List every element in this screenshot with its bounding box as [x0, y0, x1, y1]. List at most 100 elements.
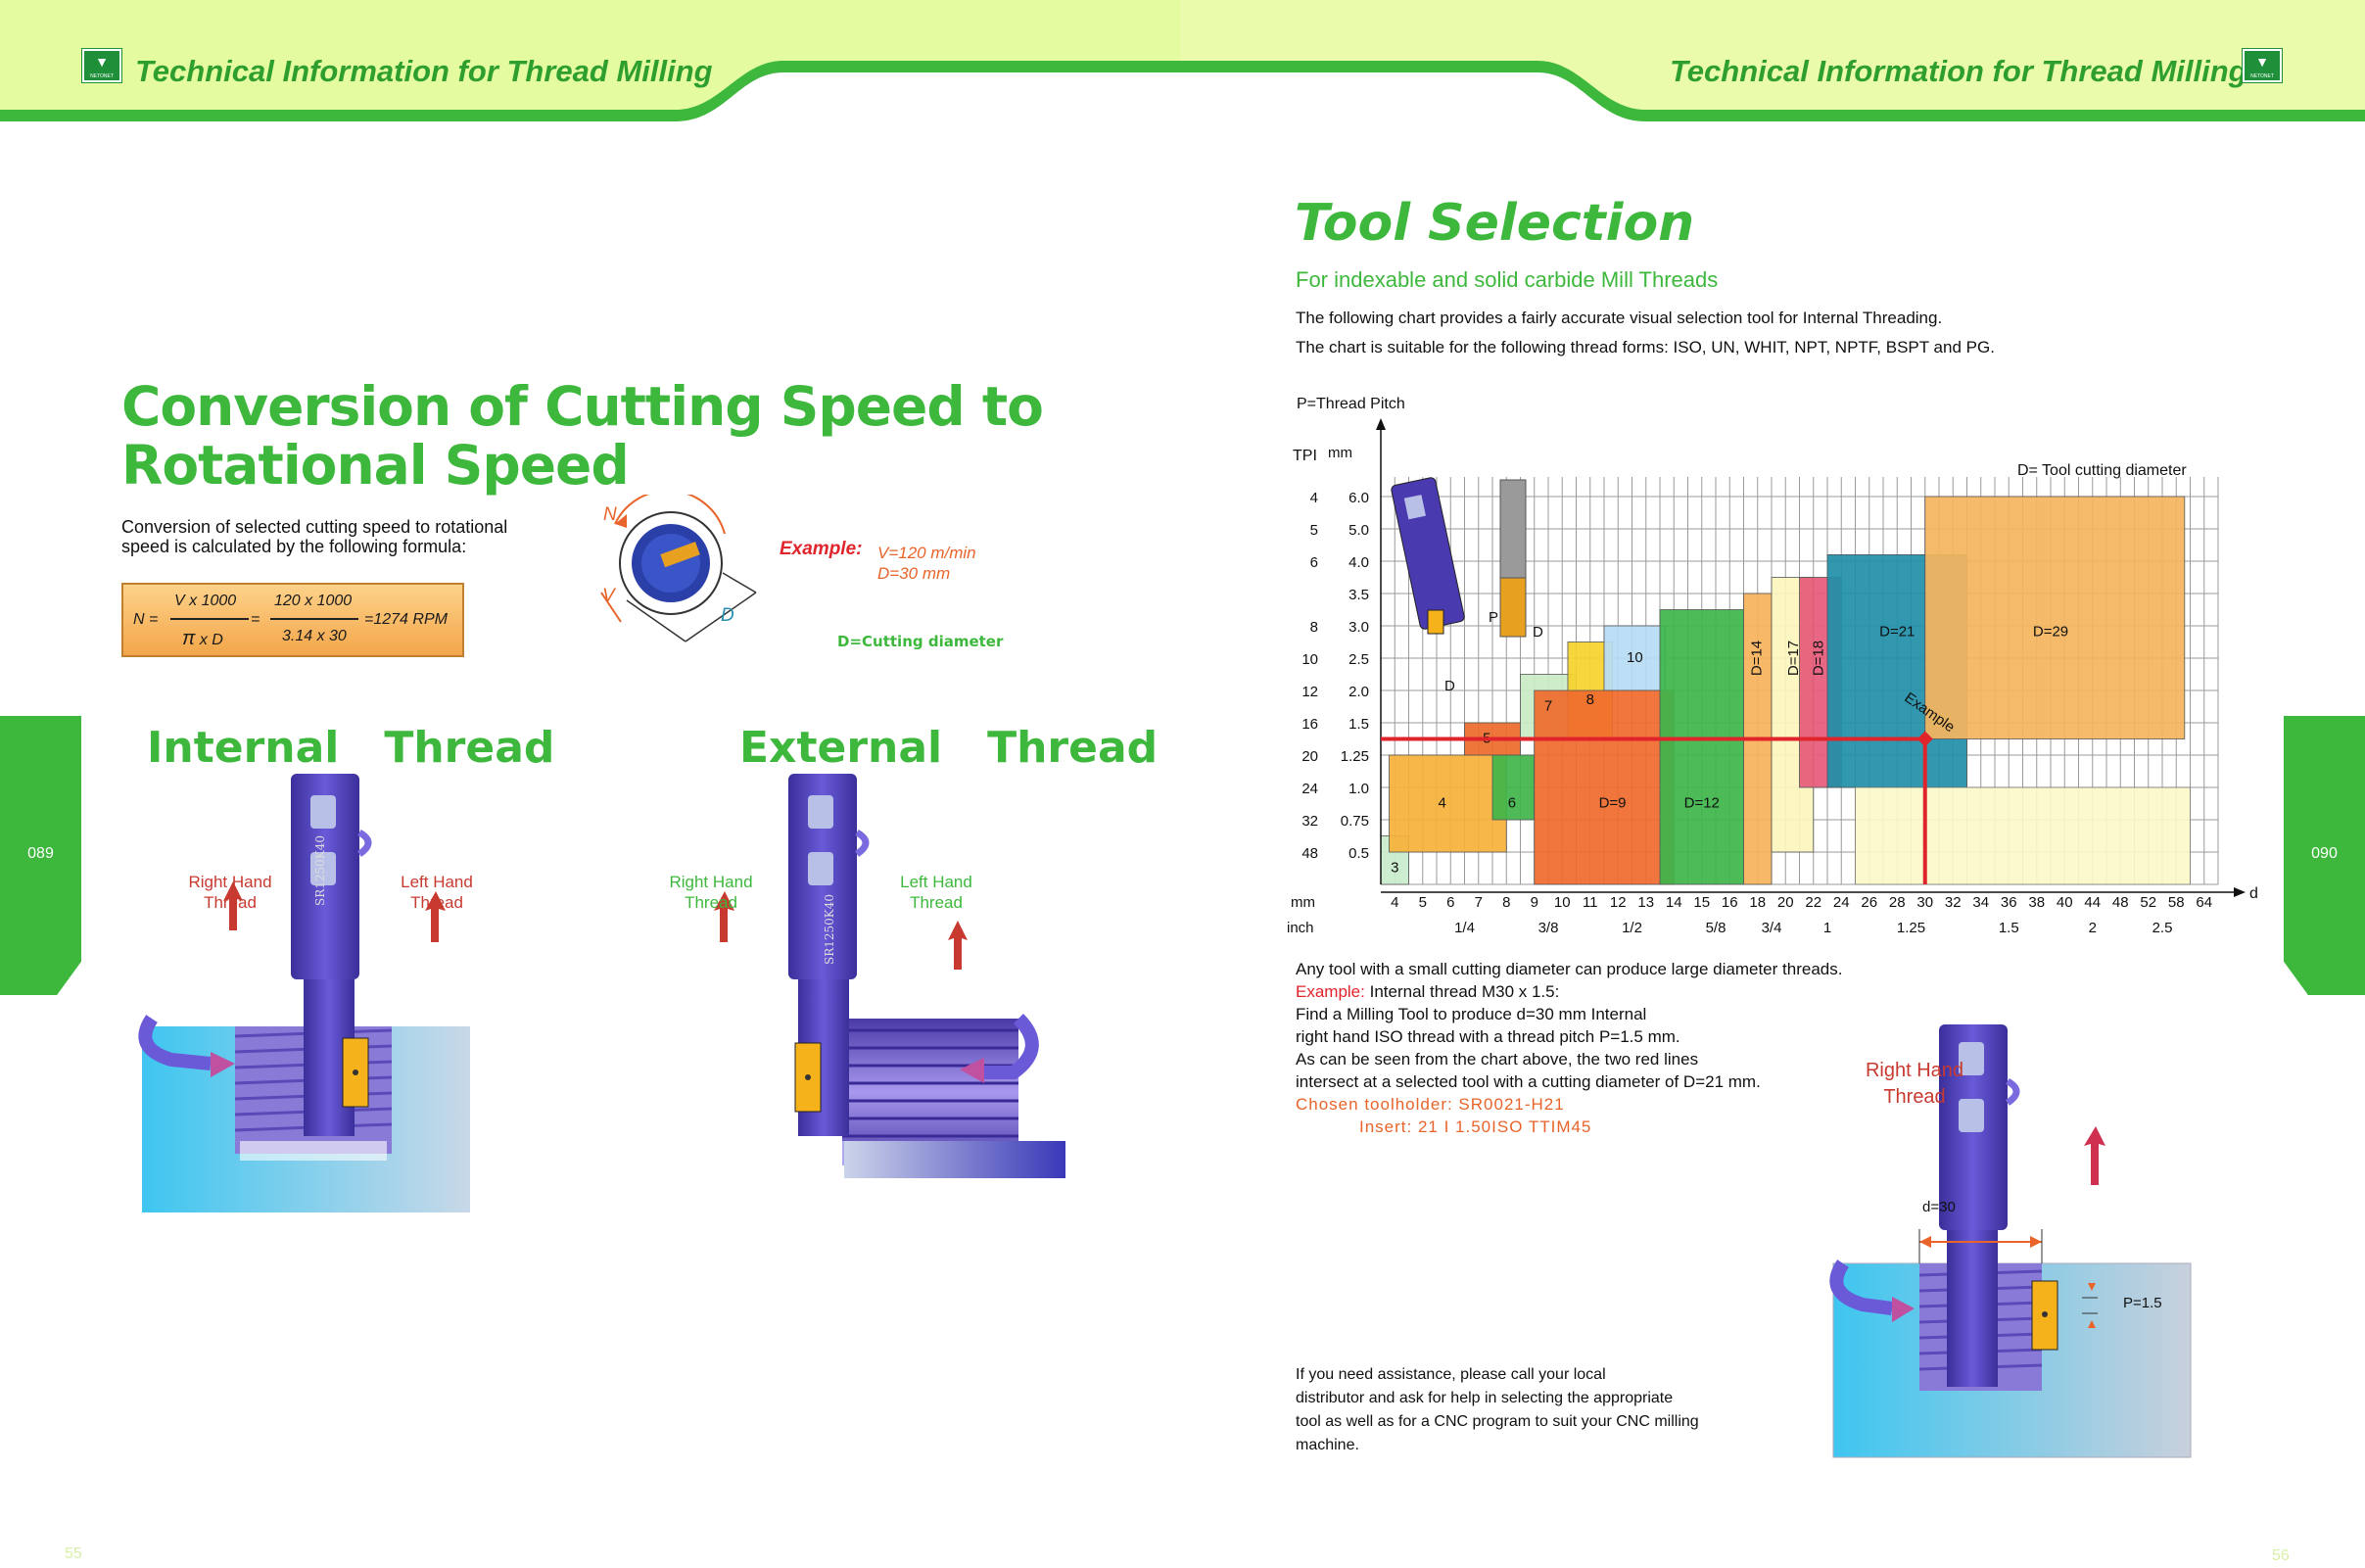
x-tick-mm: 6: [1446, 894, 1454, 911]
tool-icon-p-label: P: [1489, 609, 1498, 626]
x-tick-inch: 1.25: [1897, 920, 1925, 936]
example-line-0: Find a Milling Tool to produce d=30 mm I…: [1296, 1005, 1647, 1023]
x-tick-mm: 48: [2112, 894, 2129, 911]
assist-line-0: If you need assistance, please call your…: [1296, 1366, 1606, 1383]
x-tick-mm: 12: [1610, 894, 1627, 911]
example-tool-illustration: [1829, 1024, 2192, 1458]
footer-page-number-right: 56: [2272, 1547, 2290, 1564]
chosen-holder: Chosen toolholder: SR0021-H21: [1296, 1095, 1565, 1114]
y-tick-mm: 1.0: [1348, 781, 1369, 797]
y-axis-title: P=Thread Pitch: [1297, 396, 1405, 412]
external-thread-title: External Thread: [739, 723, 1159, 773]
x-tick-mm: 64: [2196, 894, 2212, 911]
y-tick-tpi: 8: [1310, 619, 1318, 636]
assist-line-2: tool as well as for a CNC program to sui…: [1296, 1413, 1699, 1430]
formula-den1: π x D: [182, 628, 223, 650]
tool-zone-1: [1389, 754, 1507, 853]
x-tick-inch: 3/4: [1762, 920, 1782, 936]
tool-icon-indexable-pocket: [1403, 495, 1426, 520]
y-tick-tpi: 20: [1301, 748, 1318, 765]
example-speed: V=120 m/min: [877, 544, 976, 562]
conversion-title-line1: Conversion of Cutting Speed to: [121, 375, 1044, 438]
footer-page-number-left: 55: [65, 1545, 82, 1562]
x-tick-mm: 36: [2001, 894, 2017, 911]
example-intro: Any tool with a small cutting diameter c…: [1296, 960, 1843, 978]
conversion-intro-line2: speed is calculated by the following for…: [121, 537, 467, 556]
tool-zone-label: D=12: [1684, 794, 1720, 811]
x-tick-inch: 1/2: [1622, 920, 1642, 936]
example-diameter: D=30 mm: [877, 564, 951, 583]
x-tick-mm: 28: [1889, 894, 1906, 911]
y-tick-tpi: 16: [1301, 716, 1318, 733]
y-tick-tpi: 6: [1310, 554, 1318, 571]
thread-pitch-dim: P=1.5: [2123, 1295, 2162, 1311]
y-tick-mm: 3.0: [1348, 619, 1369, 636]
x-tick-inch: 2.5: [2152, 920, 2173, 936]
external-thread-illustration: [714, 774, 1065, 1178]
tool-zone-label: 4: [1439, 794, 1446, 811]
tool-zone-7: [1534, 689, 1675, 885]
x-tick-mm: 20: [1777, 894, 1794, 911]
tool-zone-label: D=29: [2033, 624, 2068, 641]
x-tick-mm: 9: [1531, 894, 1538, 911]
thread-diameter-dim: d=30: [1922, 1199, 1956, 1215]
x-tick-mm: 8: [1502, 894, 1510, 911]
x-tick-mm: 15: [1693, 894, 1710, 911]
y-col-mm: mm: [1328, 445, 1352, 461]
internal-tool-code: SR1250K40: [313, 834, 327, 906]
x-row-mm: mm: [1291, 894, 1315, 911]
x-axis-arrow: [2234, 887, 2246, 897]
y-tick-tpi: 10: [1301, 651, 1318, 668]
x-tick-mm: 5: [1419, 894, 1427, 911]
brand-logo-left: ▼NETONET: [81, 48, 122, 83]
tool-zone-8: [1659, 609, 1744, 885]
tool-zone-label: D=18: [1810, 641, 1826, 676]
brand-logo-right: ▼NETONET: [2242, 48, 2283, 83]
x-tick-inch: 1: [1823, 920, 1831, 936]
y-tick-mm: 1.25: [1341, 748, 1369, 765]
header-title-left: Technical Information for Thread Milling: [135, 54, 713, 88]
tool-zone-label: D=9: [1599, 794, 1627, 811]
assist-line-3: machine.: [1296, 1437, 1359, 1453]
tool-zone-label: 7: [1544, 697, 1552, 714]
x-tick-mm: 58: [2168, 894, 2185, 911]
x-tick-inch: 1.5: [1999, 920, 2019, 936]
diagram-label-d: D: [721, 605, 734, 626]
formula-box: N = V x 1000 π x D = 120 x 1000 3.14 x 3…: [121, 583, 464, 657]
tool-zone-label: 3: [1391, 859, 1398, 876]
page-tab-right: 090: [2284, 716, 2365, 995]
example-line-1: right hand ISO thread with a thread pitc…: [1296, 1027, 1680, 1046]
internal-rh-label: Right Hand Thread: [188, 873, 272, 912]
internal-thread-illustration: [138, 774, 470, 1212]
y-tick-tpi: 12: [1301, 684, 1318, 700]
assistance-text: If you need assistance, please call your…: [1296, 1363, 1699, 1457]
example-values-left: V=120 m/min D=30 mm: [877, 543, 976, 584]
x-tick-mm: 11: [1583, 894, 1598, 911]
tool-zone-label: 10: [1627, 649, 1643, 666]
example-point: [1916, 731, 1933, 747]
tool-zone-base: [1855, 786, 2191, 885]
formula-den1-text: x D: [195, 632, 223, 648]
y-tick-mm: 4.0: [1348, 554, 1369, 571]
tool-selection-subtitle: For indexable and solid carbide Mill Thr…: [1296, 267, 1719, 292]
formula-bar1: [170, 618, 249, 620]
x-tick-inch: 5/8: [1706, 920, 1726, 936]
tool-zone-label: 8: [1586, 691, 1594, 708]
conversion-title: Conversion of Cutting Speed to Rotationa…: [121, 375, 1044, 495]
external-lh-label: Left Hand Thread: [900, 873, 972, 912]
x-tick-mm: 7: [1475, 894, 1483, 911]
y-axis-arrow: [1376, 418, 1386, 430]
tool-zone-3: [1491, 754, 1536, 821]
external-tool-code: SR1250K40: [823, 893, 836, 965]
conversion-intro: Conversion of selected cutting speed to …: [121, 517, 507, 556]
header-title-right: Technical Information for Thread Milling: [1670, 54, 2247, 88]
y-tick-mm: 1.5: [1348, 716, 1369, 733]
example-line-3: intersect at a selected tool with a cutt…: [1296, 1072, 1761, 1091]
y-tick-mm: 5.0: [1348, 522, 1369, 539]
y-tick-mm: 2.0: [1348, 684, 1369, 700]
y-tick-tpi: 48: [1301, 845, 1318, 862]
cutting-speed-diagram: [600, 495, 757, 642]
x-tick-mm: 10: [1554, 894, 1571, 911]
example-thread: Internal thread M30 x 1.5:: [1364, 982, 1560, 1001]
tool-selection-chart: 34567810D=9D=12D=14D=17D=18D=21D=29P=Thr…: [1287, 396, 2258, 936]
